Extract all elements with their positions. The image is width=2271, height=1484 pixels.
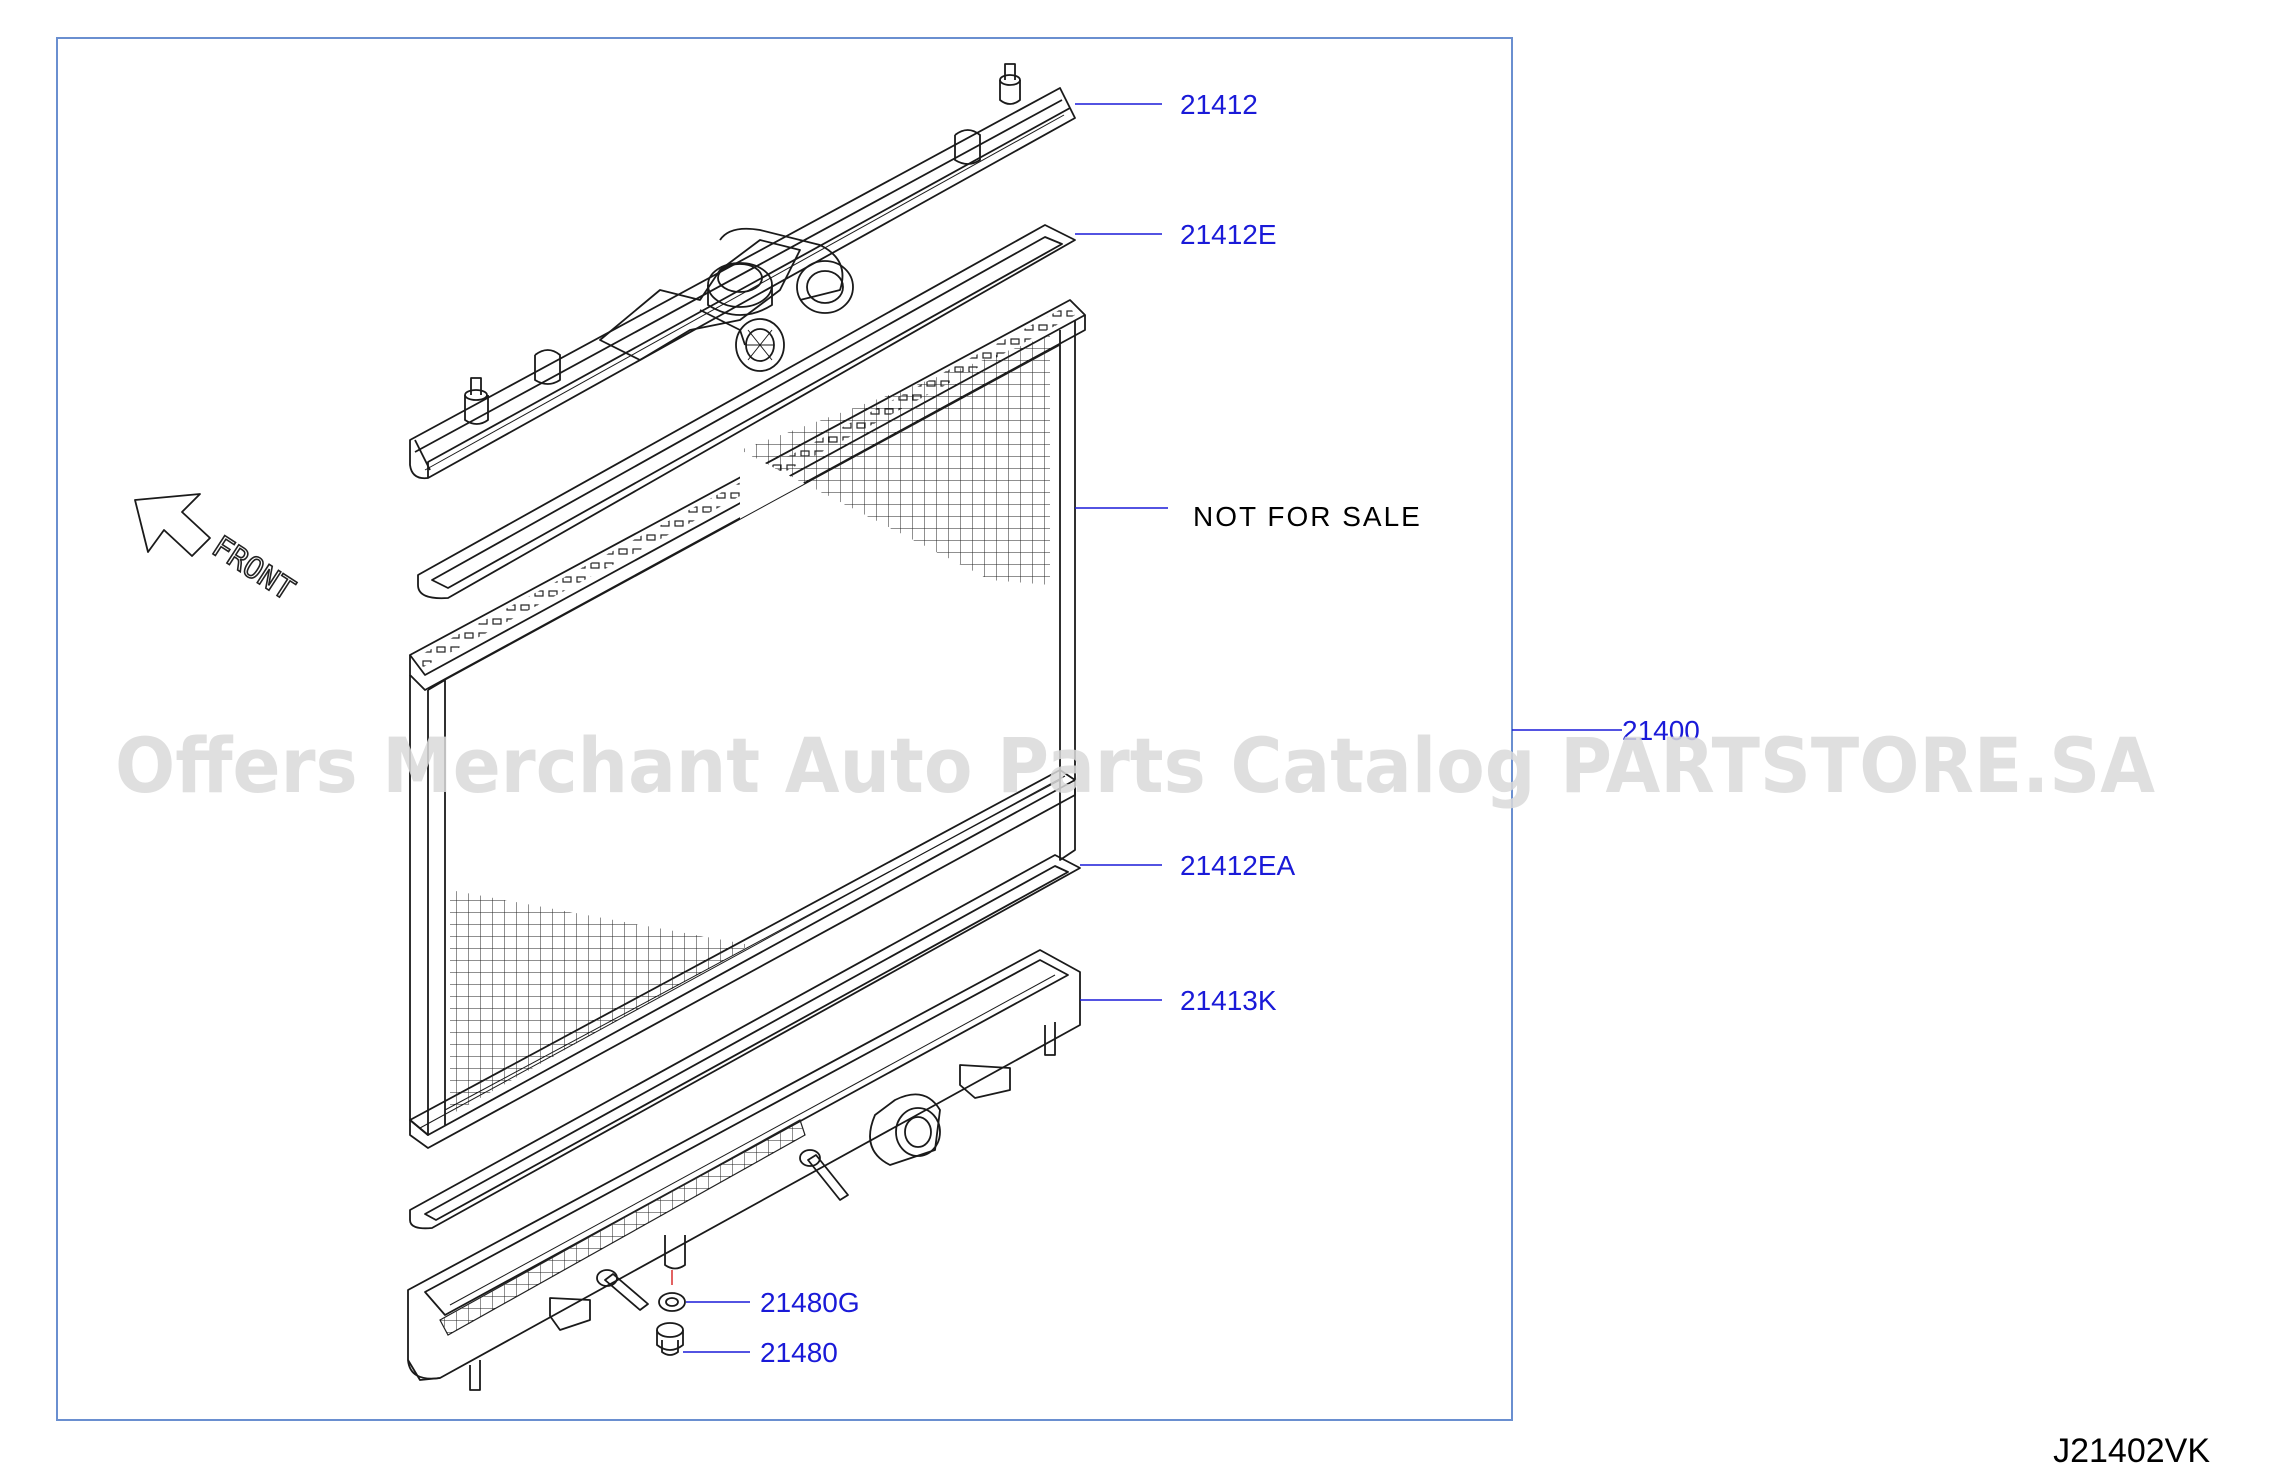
lower-gasket-drawing bbox=[409, 854, 1081, 1230]
callout-21412E: 21412E bbox=[1180, 219, 1277, 250]
callout-not-for-sale: NOT FOR SALE bbox=[1193, 501, 1422, 532]
callout-21413K: 21413K bbox=[1180, 985, 1277, 1016]
drain-plug-drawing bbox=[656, 1322, 684, 1356]
callout-21412: 21412 bbox=[1180, 89, 1258, 120]
watermark: Offers Merchant Auto Parts Catalog PARTS… bbox=[115, 721, 2155, 810]
upper-gasket-drawing bbox=[417, 224, 1076, 600]
callout-21480: 21480 bbox=[760, 1337, 838, 1368]
front-direction-arrow bbox=[134, 493, 211, 557]
callout-21400: 21400 bbox=[1622, 715, 1700, 746]
radiator-core-drawing bbox=[409, 299, 1086, 1149]
drain-washer-drawing bbox=[658, 1270, 686, 1312]
upper-tank-drawing bbox=[409, 63, 1076, 480]
diagram-frame bbox=[56, 37, 1513, 1421]
diagram-code: J21402VK bbox=[2053, 1432, 2210, 1470]
callout-21412EA: 21412EA bbox=[1180, 850, 1296, 881]
front-label: FRONT bbox=[206, 529, 301, 608]
lower-tank-drawing bbox=[407, 949, 1081, 1391]
callout-21480G: 21480G bbox=[760, 1287, 860, 1318]
